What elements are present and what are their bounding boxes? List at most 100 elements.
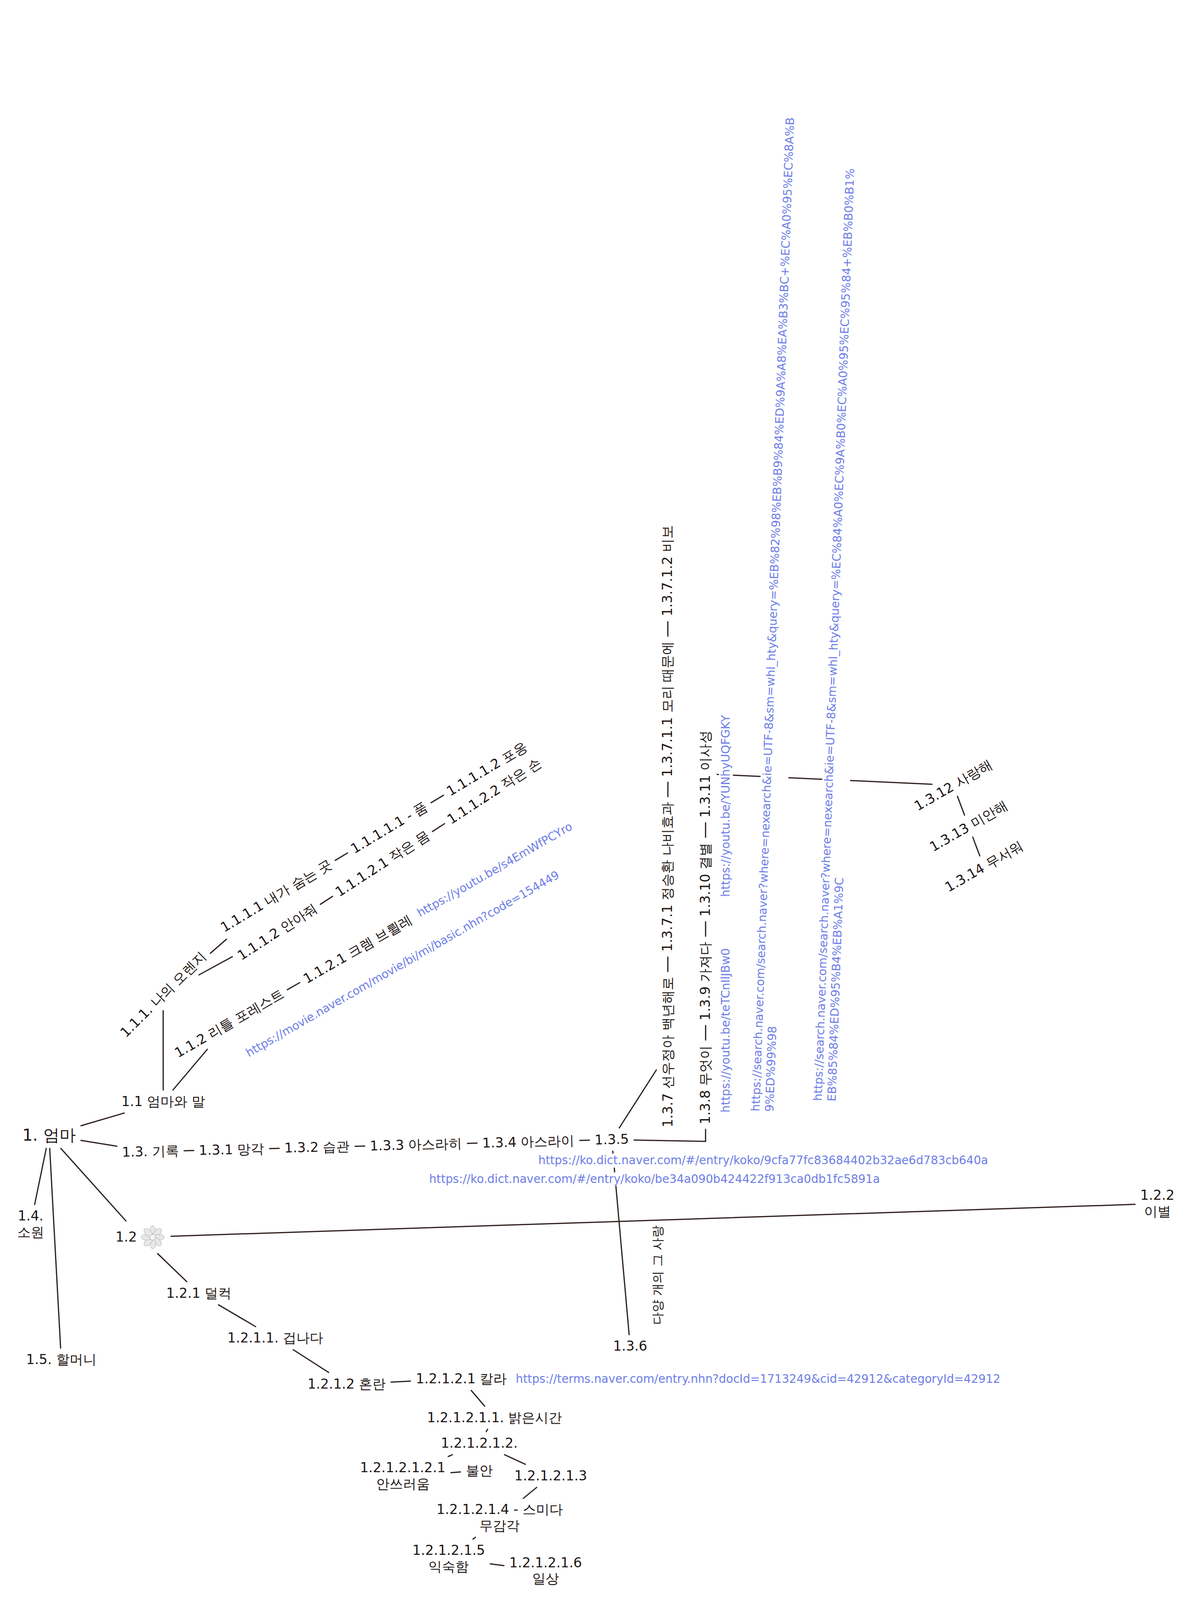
node-text: 1.2 [115,1228,137,1245]
flower-icon [139,1223,166,1250]
node-text: 1.3.7.1.1 모리 때문에 [659,641,677,777]
mind-map-node: 1.2.1.2.1.5익숙함 [409,1540,488,1575]
mind-map-node: 1.3.7.1.2 비보 [658,522,677,620]
branch-line [184,1149,195,1151]
mind-map-node: 1.2.1.2 혼란 [304,1374,389,1393]
mind-map-node: 1.3.7.1.1 모리 때문에 [658,638,678,780]
branch-line [269,1147,280,1149]
node-text: 1.2.1.2 혼란 [307,1375,386,1392]
mind-map-node: 1.2.1.2.1.6일상 [506,1553,585,1588]
node-text: 1.3.4 아스라이 [482,1132,575,1151]
node-text: 일상 [532,1570,560,1587]
node-text: 1.3.1 망각 [198,1140,265,1159]
node-text: 1.3.8 무엇이 [697,1044,714,1124]
branch-line [667,956,669,972]
node-text: 불안 [465,1462,493,1479]
branch-line [467,1142,477,1144]
branch-line [490,1563,505,1566]
branch-line [210,938,227,953]
branch-line [667,621,669,636]
branch-line [60,1147,127,1221]
node-text: 1.3.7.1.2 비보 [659,524,676,617]
branch-line [448,1454,453,1457]
node-text: 소원 [17,1223,45,1241]
node-text: 1.2.1.2.1.3 [514,1467,587,1484]
branch-line [335,852,348,860]
branch-line [473,1536,476,1539]
mind-map-node: 1.3.2 습관 [281,1136,354,1157]
note-label: 다양 개의 그 사랑 [650,1223,666,1326]
branch-line [523,1487,537,1499]
node-text: 1.3.14 무서워 [941,837,1026,896]
branch-line [957,795,965,815]
branch-line [705,921,707,937]
mind-map-node: 1.3.9 가져다 [696,938,715,1023]
branch-line [972,836,980,856]
branch-line [667,781,669,797]
mind-map-node: 1.3.5 [591,1129,633,1149]
branch-line [486,1428,488,1432]
mind-map-node: 1. 엄마 [19,1123,79,1146]
mind-map-node: 불안 [463,1461,496,1480]
branch-line [705,1025,707,1040]
link-label: https://search.naver.com/search.naver?wh… [810,161,872,1103]
branch-line [287,982,300,990]
mind-map-node: 1.1.2.1 크렘 브륄레 [297,908,418,989]
branch-line [34,1147,47,1205]
mind-map-node: 1.4.소원 [14,1206,48,1241]
node-text: 1.2.1.2.1.5 [412,1541,486,1559]
node-text: 무감각 [479,1517,520,1534]
node-text: 1.2.1.2.1.1. 밝은시간 [426,1409,562,1426]
branch-line [292,1349,329,1373]
mind-map-node: 1.2.1 덜컥 [163,1283,235,1303]
link-label: https://youtu.be/YUNhyUQFGKY [719,713,733,898]
node-text: 1.3.13 미안해 [926,796,1011,855]
node-text: 1.3.3 아스라히 [369,1134,463,1154]
branch-line [504,1454,526,1464]
branch-line [354,1145,365,1147]
node-text: 1.3.2 습관 [284,1137,351,1156]
link-label: https://ko.dict.naver.com/#/entry/koko/b… [428,1171,881,1186]
mind-map-node: 1.3.10 결별 [696,839,715,920]
node-text: 1.3. 기록 [121,1142,180,1161]
branch-line [49,1147,61,1348]
branch-line [390,1380,411,1382]
node-text: 안쓰러움 [376,1475,430,1492]
node-text: 1.4. [17,1207,44,1224]
mind-map-node: 1.2.1.2.1.1. 밝은시간 [424,1408,565,1427]
node-text: 1.3.6 [612,1337,647,1354]
link-label: https://ko.dict.naver.com/#/entry/koko/9… [537,1153,989,1168]
node-text: 1.5. 할머니 [25,1351,97,1368]
mind-map-node: 1.2.1.2.1.2.1안쓰러움 [357,1458,449,1493]
node-text: 1.3.7.1 정승환 나비효과 [659,801,677,952]
node-text: 1.2.1.2.1.2. [440,1434,518,1452]
node-text: 1.3.12 사랑해 [911,756,996,814]
mind-map-node: 1.3.1 망각 [195,1139,268,1159]
mind-map-node: 1.3.11 이사성 [696,727,715,821]
mind-map-node: 1.3.4 아스라이 [479,1131,578,1152]
branch-line [81,1139,118,1146]
node-text: 1.2.1.2.1 칼라 [415,1370,508,1387]
branch-line [579,1139,590,1141]
branch-line [451,1471,461,1473]
node-text: 1.1.2 리틀 포레스트 [171,985,287,1061]
mind-map-node: 1.1 엄마와 말 [118,1092,208,1111]
branch-line [619,1069,657,1128]
mind-map-node: 1.2.1.2.1.2. [438,1433,521,1452]
link-label: https://youtu.be/teTCnIlJBw0 [719,946,733,1113]
branch-line [431,794,444,803]
mind-map-node: 1.2.1.1. 겁나다 [224,1328,327,1347]
node-text: 1.2.1.2.1.6 [509,1554,582,1571]
mind-map-node: 1.2 [112,1222,169,1251]
node-text: 1.1 엄마와 말 [121,1093,206,1110]
node-text: 1. 엄마 [22,1124,76,1145]
branch-line [432,823,445,831]
node-text: 1.3.10 결별 [697,842,714,917]
link-label: https://terms.naver.com/entry.nhn?docId=… [514,1371,1002,1386]
branch-line [471,1390,485,1406]
node-text: 1.2.1.1. 겁나다 [227,1329,324,1346]
node-text: 1.2.1.2.1.4 - 스미다 [436,1500,563,1518]
mind-map-node: 1.3.7 선우정아 백년해로 [658,973,678,1130]
